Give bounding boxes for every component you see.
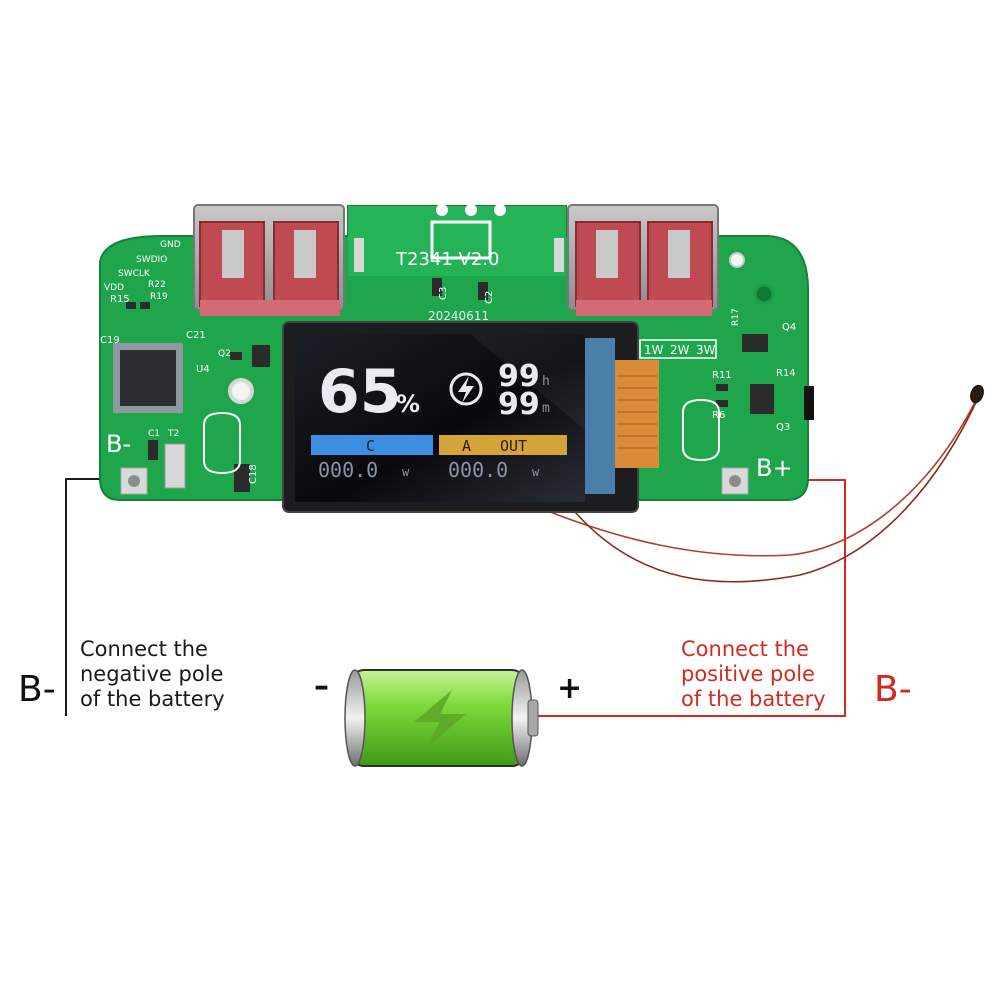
smd-components (126, 278, 814, 492)
power-left-unit: w (402, 465, 410, 479)
silk-label-7: R19 (150, 292, 168, 302)
silk-label-9: C19 (100, 335, 120, 346)
charging-bolt-icon (449, 372, 483, 406)
mcu-chip (113, 343, 183, 413)
usb-port-right-pair (567, 204, 719, 316)
tab-hole-2 (465, 204, 477, 216)
tab-pad (554, 238, 564, 272)
left-instruction-line-1: Connect the (80, 637, 208, 661)
plus-sign: + (557, 671, 583, 706)
minutes-value: 99 (498, 387, 540, 422)
status-bar-left-label: C (366, 437, 375, 455)
board-model-label: T2341 V2.0 (395, 249, 499, 270)
flex-traces (617, 375, 657, 449)
left-instruction-line-3: of the battery (80, 687, 225, 711)
terminal-neg-label: B- (106, 430, 131, 458)
right-instruction-line-1: Connect the (681, 637, 809, 661)
status-bar-right-a: A (462, 437, 471, 455)
silk-label-13: T2 (167, 429, 179, 439)
silk-label-12: C1 (148, 429, 160, 439)
tab-silk-box (430, 220, 492, 260)
lcd-glare (470, 334, 585, 430)
minutes-unit: m (542, 401, 550, 416)
mode-label-1w: 1W (644, 343, 664, 357)
usb-port-left-pair (193, 204, 345, 316)
right-pole-label: B- (874, 669, 912, 710)
right-instruction: Connect the positive pole of the battery (681, 637, 826, 712)
silk-label-6: R22 (148, 280, 166, 290)
silk-label-11: U4 (196, 364, 210, 375)
silk-label-22: Q3 (776, 422, 790, 433)
left-instruction-line-2: negative pole (80, 662, 224, 686)
status-bar-right (439, 435, 567, 455)
hours-value: 99 (498, 359, 540, 394)
battery-terminal (527, 699, 539, 737)
lcd-module: 65 % 99 h 99 m C A OUT 000.0 w 000.0 w (282, 321, 659, 513)
mount-hole-right (753, 283, 775, 305)
silk-label-3: SWCLK (118, 269, 151, 279)
silk-label-2: SWDIO (136, 255, 167, 265)
battery-percent-unit: % (396, 390, 420, 418)
silk-label-15: C3 (438, 287, 449, 300)
tab-hole-1 (436, 204, 448, 216)
battery-percent-value: 65 (318, 357, 402, 427)
sensor-wire-a (539, 401, 976, 557)
silk-label-20: R14 (776, 368, 796, 379)
mount-hole-small (729, 252, 745, 268)
flex-cable (615, 360, 659, 468)
silk-label-17: R17 (731, 308, 741, 326)
mount-hole-left (228, 378, 254, 404)
silk-label-10: Q2 (218, 349, 231, 359)
tab-pad-left (354, 238, 364, 272)
battery-icon (344, 669, 539, 767)
minus-sign: – (314, 669, 329, 704)
silk-label-5: R15 (110, 294, 130, 305)
left-pole-label: B- (18, 669, 56, 710)
right-instruction-line-2: positive pole (681, 662, 815, 686)
terminal-pos-label: B+ (756, 454, 793, 482)
board-date-label: 20240611 (428, 309, 489, 323)
power-left-value: 000.0 (318, 458, 378, 482)
left-instruction: Connect the negative pole of the battery (80, 637, 225, 712)
battery-left-cap (344, 669, 366, 767)
power-right-unit: w (532, 465, 540, 479)
flex-cable-connector (585, 338, 615, 494)
thermistor-bead (970, 384, 984, 404)
hours-unit: h (542, 374, 550, 389)
lcd-glass (295, 334, 585, 502)
lightning-bolt-icon (414, 690, 466, 750)
sensor-wire-b (574, 397, 979, 583)
silk-label-8: C21 (186, 330, 206, 341)
power-right-value: 000.0 (448, 458, 508, 482)
silk-label-21: R6 (712, 410, 725, 421)
right-instruction-line-3: of the battery (681, 687, 826, 711)
solder-pads (120, 467, 749, 495)
status-bar-right-out: OUT (500, 437, 527, 455)
silk-label-4: VDD (104, 283, 124, 293)
silk-label-16: C2 (484, 291, 495, 304)
pcb-tab (348, 206, 566, 276)
mode-label-2w: 2W (670, 343, 690, 357)
silk-label-1: GND (160, 240, 181, 250)
status-bar-left (311, 435, 433, 455)
silk-label-19: R11 (712, 370, 732, 381)
silk-label-18: Q4 (782, 322, 796, 333)
mode-label-3w: 3W (696, 343, 716, 357)
silkscreen: T2341 V2.0 20240611 GND SWDIO SWCLK VDD … (100, 240, 796, 484)
inductor-pads (203, 398, 720, 475)
silk-label-14: C18 (248, 464, 259, 484)
tab-hole-3 (494, 204, 506, 216)
